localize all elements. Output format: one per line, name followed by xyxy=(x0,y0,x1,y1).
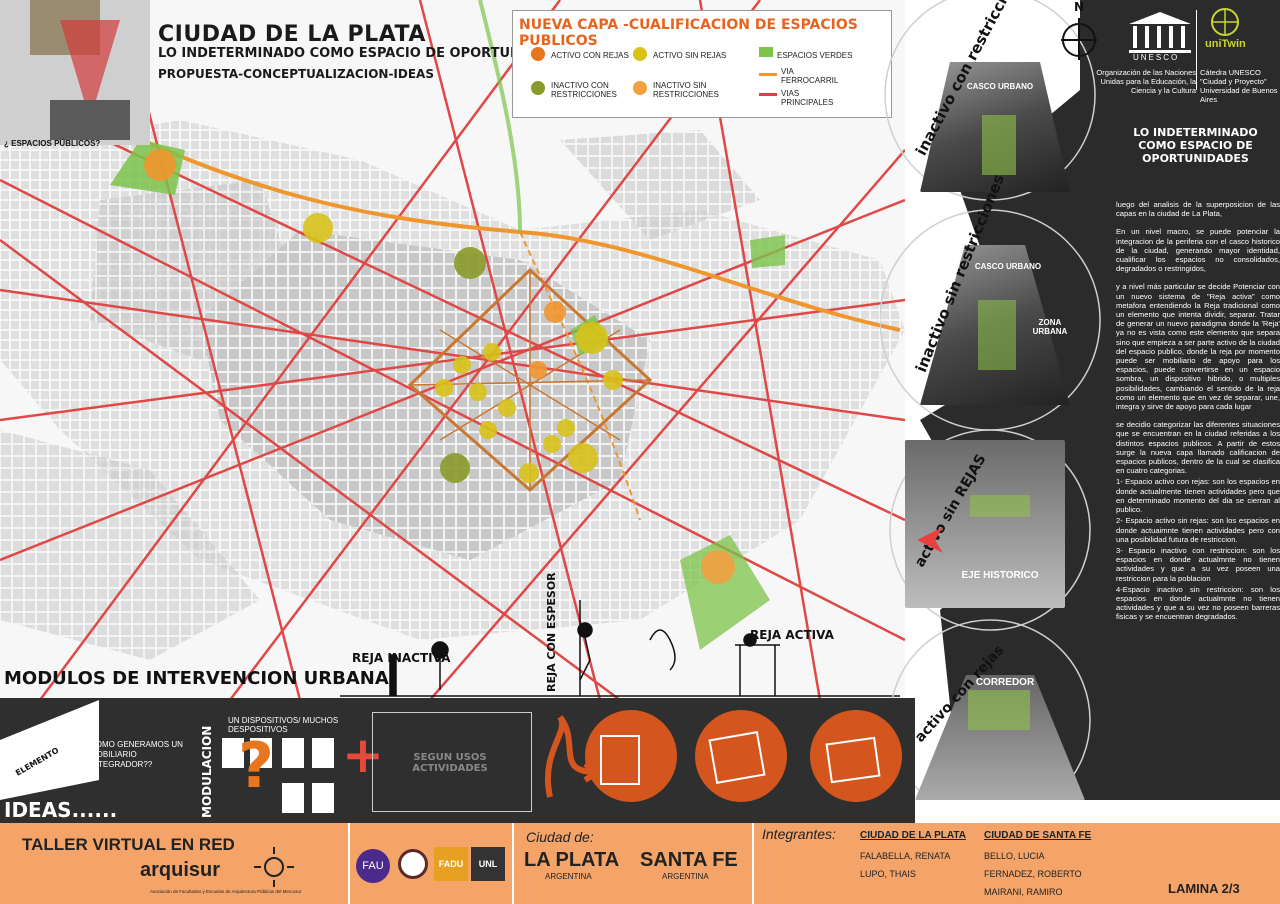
member-3: BELLO, LUCIA xyxy=(984,851,1045,861)
arquisur-logo-text: arquisur xyxy=(140,859,221,881)
legend-espacios-verdes-swatch xyxy=(759,47,773,57)
photo-2-green-overlay xyxy=(978,300,1016,370)
university-seal-icon xyxy=(398,849,428,879)
footer-separator-1 xyxy=(348,823,350,904)
paragraph-1: luego del analisis de la superposicion d… xyxy=(1116,200,1280,219)
photo-label-3: EJE HISTORICO xyxy=(961,570,1039,581)
unl-logo: UNL xyxy=(471,847,505,881)
photo-label-1: CASCO URBANO xyxy=(966,82,1034,91)
modulos-title: MODULOS DE INTERVENCION URBANA xyxy=(4,668,389,689)
group-1-title: CIUDAD DE LA PLATA xyxy=(860,830,966,841)
lamina-number: LAMINA 2/3 xyxy=(1168,881,1240,896)
photo-label-2: CASCO URBANO xyxy=(974,262,1042,271)
legend-inactivo-sin-swatch xyxy=(633,81,647,95)
paragraph-2: En un nivel macro, se puede potenciar la… xyxy=(1116,227,1280,274)
unesco-logo-icon xyxy=(1129,12,1191,53)
arquisur-sun-icon xyxy=(254,847,294,887)
map-legend: NUEVA CAPA -CUALIFICACION DE ESPACIOS PU… xyxy=(512,10,892,118)
integrantes-label: Integrantes: xyxy=(762,826,836,842)
country-2: ARGENTINA xyxy=(662,872,709,881)
sketch-figures xyxy=(340,600,900,697)
fau-logo: FAU xyxy=(356,849,390,883)
city-1: LA PLATA xyxy=(524,849,620,871)
unitwin-text: uniTwin xyxy=(1205,38,1246,50)
photo-3-green-overlay xyxy=(970,495,1030,517)
unitwin-globe-icon xyxy=(1211,8,1239,36)
footer-separator-2 xyxy=(512,823,514,904)
paragraph-7: 3- Espacio inactivo con restriccion: son… xyxy=(1116,545,1280,583)
paragraph-4: se decidio categorizar las diferentes si… xyxy=(1116,420,1280,476)
paragraph-8: 4-Espacio inactivo sin restriccion: son … xyxy=(1116,584,1280,622)
photo-eje-historico xyxy=(905,440,1065,608)
dispositivos-text: UN DISPOSITIVOS/ MUCHOS DESPOSITIVOS xyxy=(228,716,339,734)
member-4: FERNADEZ, ROBERTO xyxy=(984,869,1082,879)
question-mark-icon: ? xyxy=(238,729,274,802)
taller-title: TALLER VIRTUAL EN RED xyxy=(22,835,235,854)
ideas-label: IDEAS...... xyxy=(4,798,118,822)
panel-body-text: luego del analisis de la superposicion d… xyxy=(1116,200,1280,622)
panel-title: LO INDETERMINADO COMO ESPACIO DE OPORTUN… xyxy=(1133,126,1258,165)
paragraph-3: y a nivel más particular se decide Poten… xyxy=(1116,282,1280,412)
footer-separator-3 xyxy=(752,823,754,904)
legend-activo-con-rejas-swatch xyxy=(531,47,545,61)
concept-circle-2 xyxy=(695,710,787,802)
group-2-title: CIUDAD DE SANTA FE xyxy=(984,830,1092,841)
paragraph-5: 1- Espacio activo con rejas: son los esp… xyxy=(1116,477,1280,515)
photo-4-green-overlay xyxy=(968,690,1030,730)
legend-via-ferrocarril-swatch xyxy=(759,73,777,76)
concept-sketch-1 xyxy=(600,735,640,785)
legend-inactivo-con-swatch xyxy=(531,81,545,95)
legend-vias-principales: VIAS PRINCIPALES xyxy=(781,89,834,107)
legend-activo-sin-rejas: ACTIVO SIN REJAS xyxy=(653,51,727,60)
north-label: N xyxy=(1074,0,1085,14)
reja-inactiva-label: REJA INACTIVA xyxy=(352,651,451,665)
reja-activa-label: REJA ACTIVA xyxy=(750,628,834,642)
plus-icon: + xyxy=(342,726,384,784)
concept-sketch-3 xyxy=(825,736,881,784)
catedra-text: Cátedra UNESCO "Ciudad y Proyecto" Unive… xyxy=(1200,68,1278,104)
page-subtitle: LO INDETERMINADO COMO ESPACIO DE OPORTUN… xyxy=(158,46,576,61)
legend-activo-con-rejas: ACTIVO CON REJAS xyxy=(551,51,629,60)
public-space-question: ¿ ESPACIOS PÚBLICOS? xyxy=(4,139,101,148)
footer: TALLER VIRTUAL EN RED arquisur Asociació… xyxy=(0,823,1280,904)
modulacion-label: MODULACION xyxy=(200,725,214,818)
member-1: FALABELLA, RENATA xyxy=(860,851,951,861)
arrow-marker-icon xyxy=(917,527,943,553)
photo-label-4: CORREDOR xyxy=(975,677,1035,688)
legend-title: NUEVA CAPA -CUALIFICACION DE ESPACIOS PU… xyxy=(519,17,858,49)
photo-1-green-overlay xyxy=(982,115,1016,175)
country-1: ARGENTINA xyxy=(545,872,592,881)
member-5: MAIRANI, RAMIRO xyxy=(984,887,1063,897)
segun-usos-text: SEGUN USOS ACTIVIDADES xyxy=(412,752,488,774)
legend-vias-principales-swatch xyxy=(759,93,777,96)
como-generamos-text: COMO GENERAMOS UN MOBILIARIO INTEGRADOR?… xyxy=(90,740,183,769)
usos-sketch xyxy=(372,712,532,812)
legend-inactivo-con: INACTIVO CON RESTRICCIONES xyxy=(551,81,617,99)
page-title: CIUDAD DE LA PLATA xyxy=(158,22,426,47)
arquisur-subtitle: Asociación de Facultades y Escuelas de A… xyxy=(150,889,302,894)
unesco-org-text: Organización de las Naciones Unidas para… xyxy=(1096,68,1196,95)
member-2: LUPO, THAIS xyxy=(860,869,916,879)
paragraph-6: 2- Espacio activo sin rejas: son los esp… xyxy=(1116,516,1280,544)
ciudad-de-label: Ciudad de: xyxy=(526,829,594,845)
logo-divider xyxy=(1196,10,1197,90)
unesco-text: UNESCO xyxy=(1133,53,1180,62)
right-info-panel xyxy=(1090,0,1280,800)
photo-label-2b: ZONA URBANA xyxy=(1032,318,1068,336)
page-subtitle-2: PROPUESTA-CONCEPTUALIZACION-IDEAS xyxy=(158,67,434,81)
city-2: SANTA FE xyxy=(640,849,738,871)
north-compass-icon xyxy=(1061,18,1097,60)
legend-inactivo-sin: INACTIVO SIN RESTRICCIONES xyxy=(653,81,719,99)
module-grid xyxy=(222,738,337,813)
concept-sketch-2 xyxy=(708,731,766,784)
fadu-logo: FADU xyxy=(434,847,468,881)
legend-espacios-verdes: ESPACIOS VERDES xyxy=(777,51,853,60)
legend-via-ferrocarril: VIA FERROCARRIL xyxy=(781,67,839,85)
concept-circle-3 xyxy=(810,710,902,802)
legend-activo-sin-rejas-swatch xyxy=(633,47,647,61)
